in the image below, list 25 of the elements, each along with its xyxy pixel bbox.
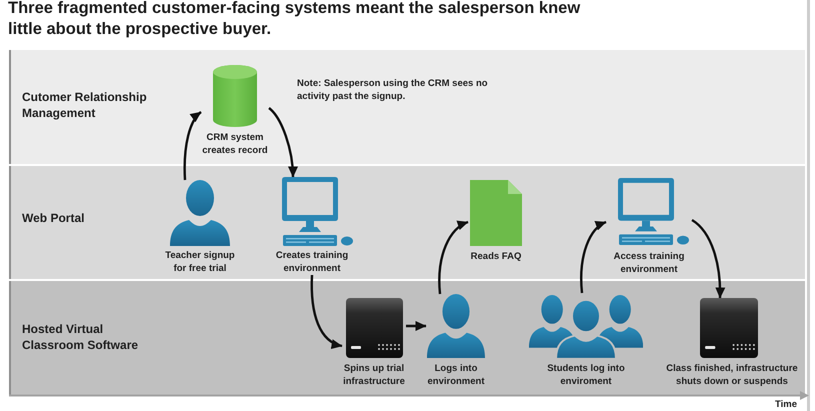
node-label: Teacher signup for free trial: [164, 249, 236, 275]
arrow: [310, 274, 342, 348]
arrow: [183, 111, 202, 180]
diagram-title: Three fragmented customer-facing systems meant the salesperson knew little about the prospective buyer.: [8, 0, 582, 40]
swimlane-band: [9, 281, 805, 395]
lane-title: Hosted Virtual Classroom Software: [22, 321, 140, 353]
arrow: [268, 107, 298, 178]
lane-title: Cutomer Relationship Management: [22, 89, 148, 121]
axis-label: Time: [775, 399, 798, 411]
arrow: [691, 219, 726, 298]
node-label: Reads FAQ: [470, 250, 522, 263]
note-text: Note: Salesperson using the CRM sees no activity past the signup.: [297, 77, 489, 103]
arrow: [580, 220, 607, 294]
arrow: [406, 321, 426, 331]
node-label: Logs into environment: [426, 362, 486, 388]
node-label: CRM system creates record: [201, 131, 269, 157]
arrow: [438, 220, 468, 294]
node-label: Access training environment: [612, 250, 686, 276]
node-label: Spins up trial infrastructure: [342, 362, 406, 388]
node-label: Creates training environment: [274, 249, 350, 275]
swimlane-band: [9, 50, 805, 164]
swimlane-band: [9, 166, 805, 279]
node-label: Students log into enviroment: [546, 362, 626, 388]
lane-title: Web Portal: [22, 210, 86, 226]
node-label: Class finished, infrastructure shuts down or suspends: [665, 362, 799, 388]
